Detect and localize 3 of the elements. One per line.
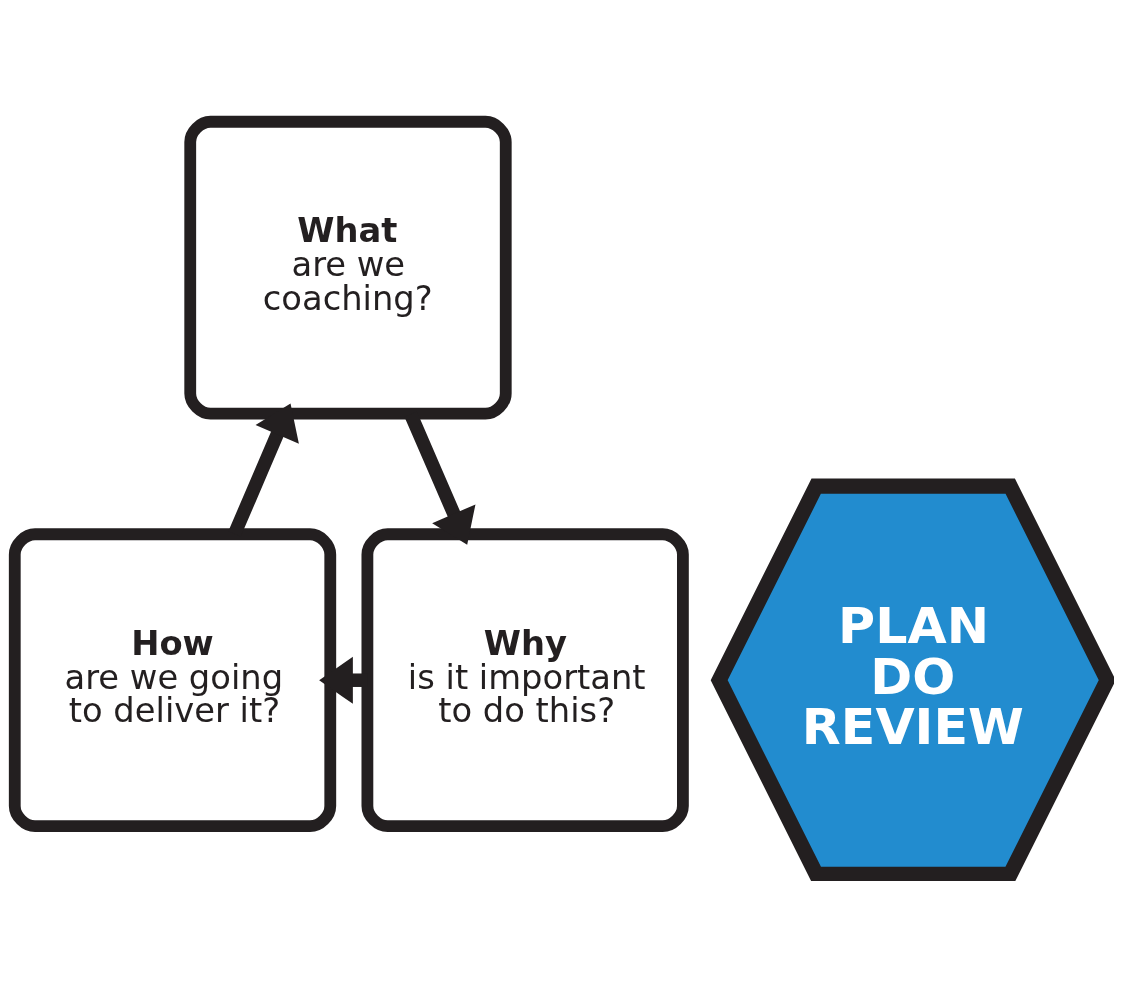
node-box: How are we going to deliver it? bbox=[8, 527, 337, 832]
node-box: Why is it important to do this? bbox=[361, 527, 689, 832]
node-box: What are we coaching? bbox=[184, 115, 512, 420]
